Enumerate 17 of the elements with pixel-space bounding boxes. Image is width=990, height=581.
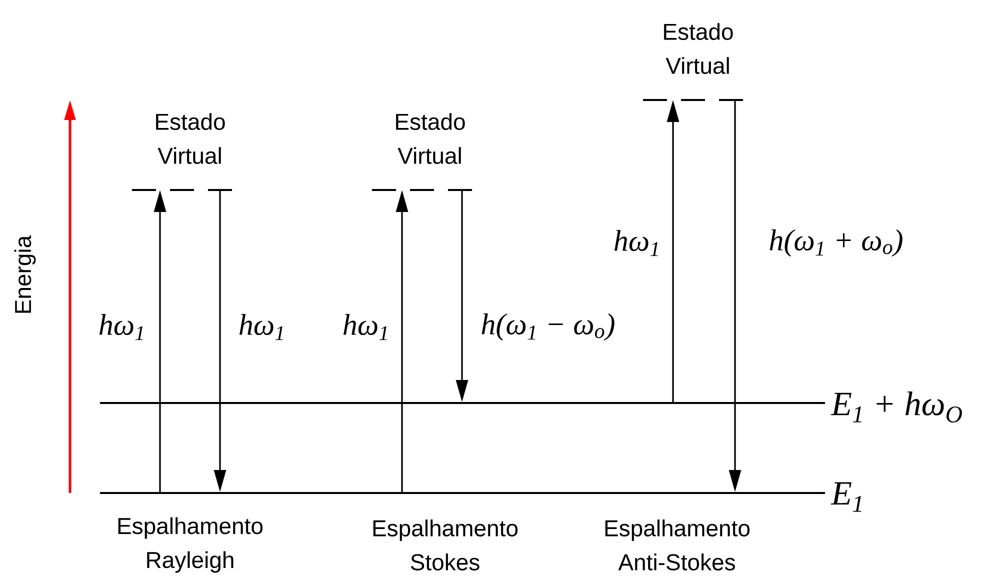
level-label: E$_{1}$	[830, 482, 862, 512]
level-label: E$_{1}$ + hω$_{O}$	[830, 392, 962, 422]
edge-label: hω$_{1}$	[240, 314, 283, 340]
process-label: Espalhamento Rayleigh	[118, 517, 263, 573]
edge-label: h(ω$_{1}$ + ω$_{o}$)	[770, 229, 902, 257]
edge-label: h(ω$_{1}$ − ω$_{o}$)	[482, 313, 614, 341]
energy-level-line	[100, 492, 825, 494]
energy-level-line	[100, 402, 825, 404]
virtual-state-level: Estado Virtual	[643, 23, 755, 101]
edge-label: hω$_{1}$	[100, 314, 143, 340]
process-label: Espalhamento Stokes	[373, 520, 518, 570]
process-label: Espalhamento Anti-Stokes	[605, 520, 750, 570]
axis-label: Energia	[14, 235, 36, 313]
virtual-state-level: Estado Virtual	[372, 113, 484, 191]
edge-label: hω$_{1}$	[614, 230, 658, 256]
virtual-state-level: Estado Virtual	[132, 113, 240, 191]
edge-label: hω$_{1}$	[344, 314, 387, 340]
